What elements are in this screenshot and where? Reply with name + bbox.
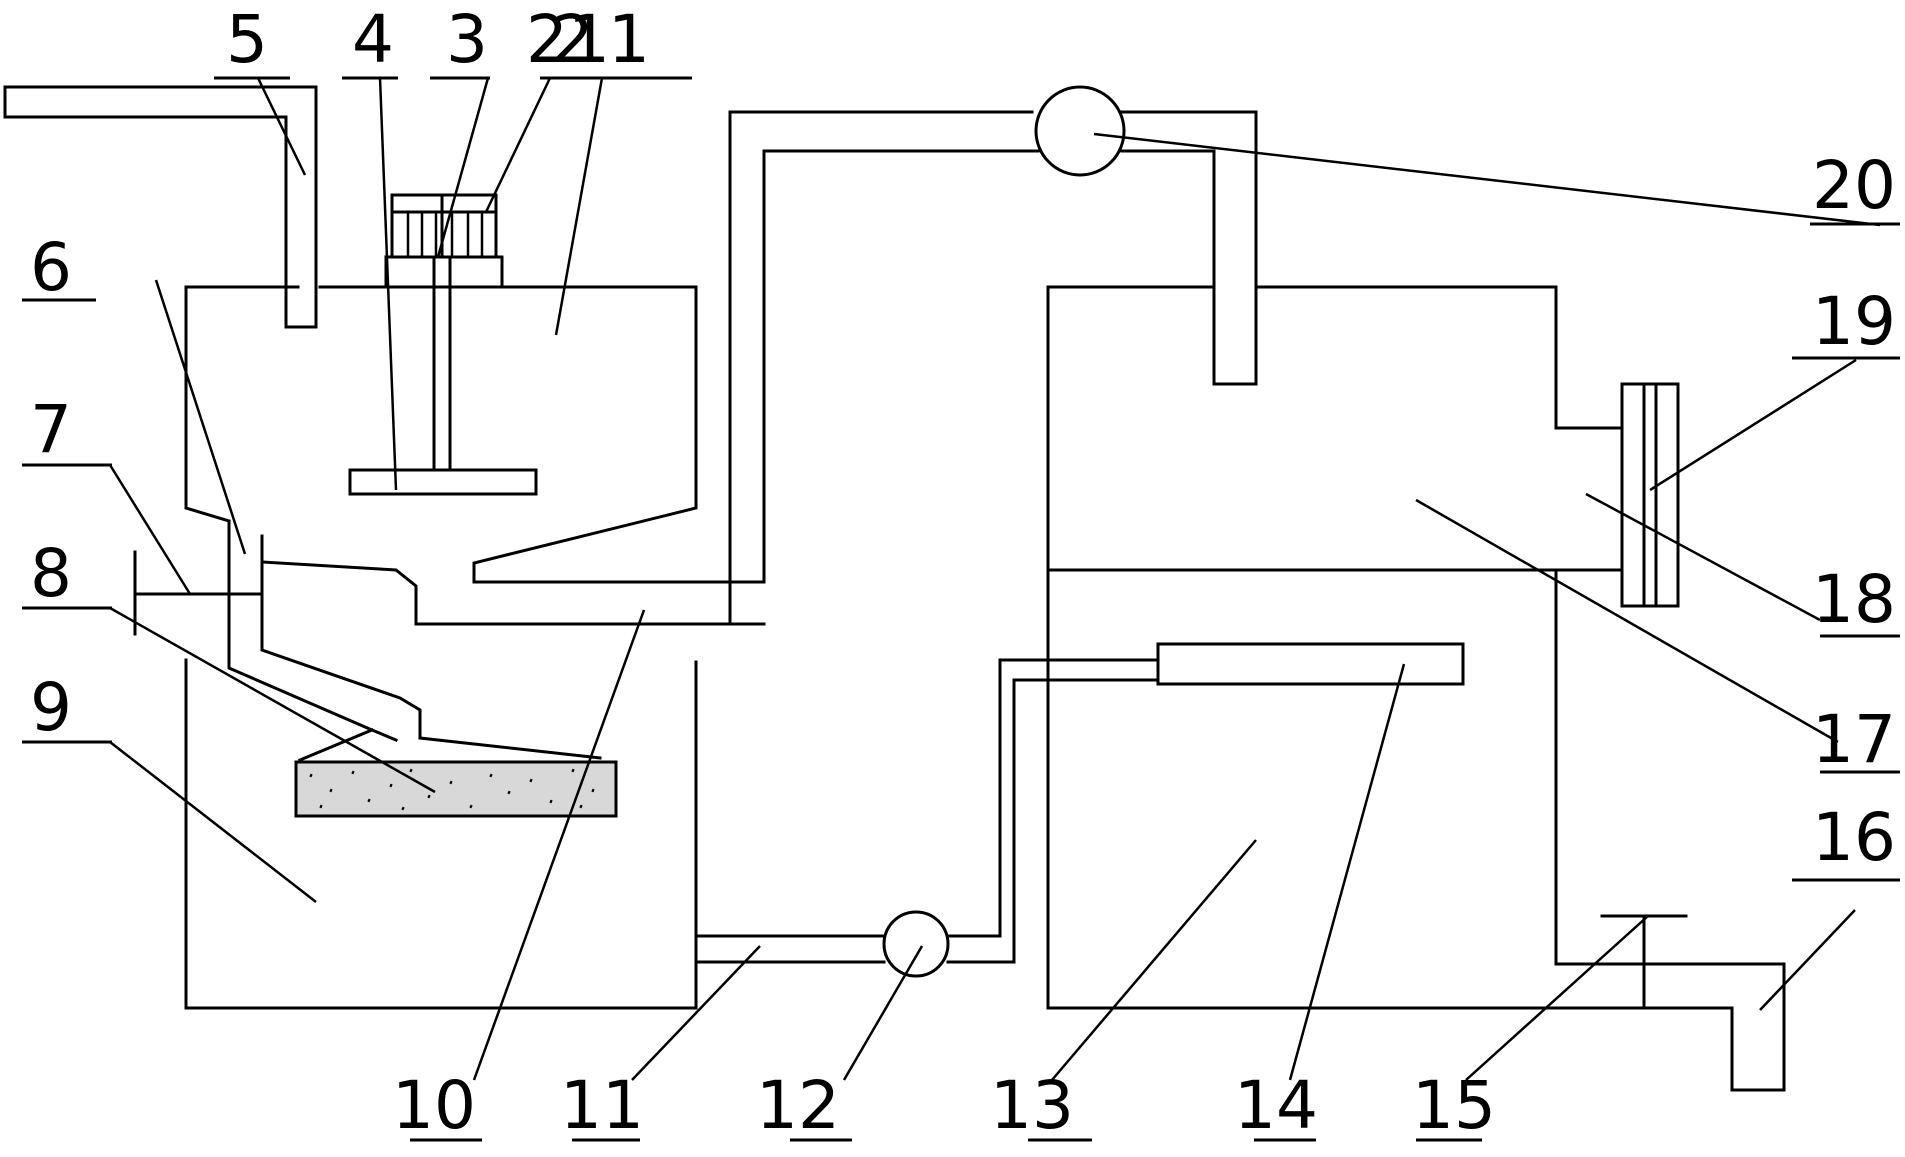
label-17: 17 [1812,701,1900,778]
stirrer [348,255,538,496]
label-13: 13 [990,1067,1092,1144]
label-1: 1 [598,1,692,80]
pump-12 [882,910,950,978]
svg-text:21: 21 [526,1,610,78]
svg-text:7: 7 [30,391,72,468]
svg-text:15: 15 [1412,1067,1496,1144]
label-19: 19 [1792,283,1900,360]
label-6: 6 [22,229,96,306]
label-8: 8 [22,535,112,612]
right-tank [1046,285,1786,1092]
svg-text:9: 9 [30,669,72,746]
svg-text:11: 11 [560,1067,644,1144]
transfer-pipe [694,642,1465,964]
filter-layer [294,760,618,818]
svg-text:1: 1 [608,1,650,78]
label-5: 5 [214,1,290,80]
label-20: 20 [1810,147,1900,226]
motor [384,193,504,289]
svg-text:5: 5 [226,1,268,78]
svg-text:14: 14 [1234,1067,1318,1144]
label-12: 12 [756,1067,852,1144]
label-15: 15 [1412,1067,1496,1144]
spray-pipe [1156,642,1465,686]
svg-text:16: 16 [1812,799,1896,876]
svg-text:4: 4 [352,1,394,78]
svg-text:8: 8 [30,535,72,612]
left-tank [3,85,766,1010]
svg-text:20: 20 [1812,147,1896,224]
svg-text:3: 3 [446,1,488,78]
svg-text:12: 12 [756,1067,840,1144]
label-7: 7 [22,391,112,468]
svg-text:6: 6 [30,229,72,306]
leader-lines [108,77,1881,1081]
label-3: 3 [430,1,490,80]
return-pipe [728,110,1258,626]
svg-text:18: 18 [1812,561,1896,638]
svg-text:10: 10 [392,1067,476,1144]
svg-text:13: 13 [990,1067,1074,1144]
label-11: 11 [560,1067,644,1144]
observation-window [1620,382,1680,608]
pump-20 [1034,85,1126,177]
label-14: 14 [1234,1067,1318,1144]
label-9: 9 [22,669,112,746]
svg-text:2: 2 [552,1,594,78]
label-16: 16 [1792,799,1900,882]
label-21: 21 [526,1,610,78]
label-2: 2 [540,1,598,80]
svg-text:19: 19 [1812,283,1896,360]
svg-text:17: 17 [1812,701,1896,778]
label-4: 4 [342,1,398,80]
label-10: 10 [392,1067,482,1144]
label-18: 18 [1812,561,1900,638]
